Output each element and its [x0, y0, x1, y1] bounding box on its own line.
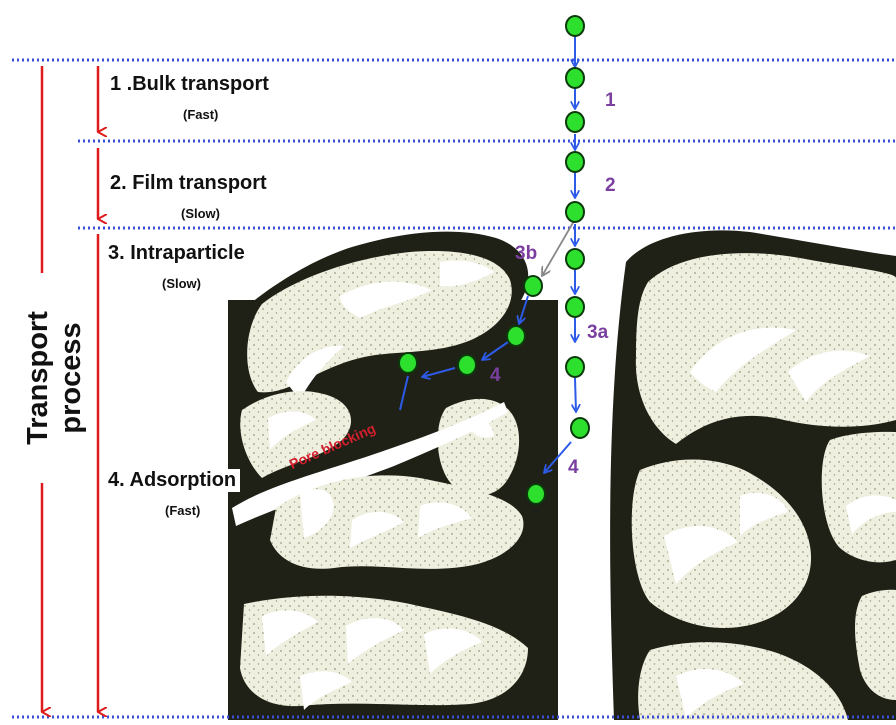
adsorbate-particle	[571, 418, 589, 438]
adsorbate-particle	[566, 68, 584, 88]
film-transport-speed: (Slow)	[181, 206, 220, 221]
adsorbate-particle	[566, 249, 584, 269]
adsorbent-particle-left	[228, 232, 558, 720]
adsorbate-particle	[566, 202, 584, 222]
intraparticle-title: 3. Intraparticle	[108, 242, 245, 265]
transport-process-label: Transport process	[22, 273, 88, 483]
film-transport-title: 2. Film transport	[110, 172, 267, 195]
adsorbate-particle	[524, 276, 542, 296]
adsorbate-particle	[527, 484, 545, 504]
adsorbate-particle	[507, 326, 525, 346]
adsorbate-particle	[458, 355, 476, 375]
bulk-transport-title: 1 .Bulk transport	[110, 73, 269, 96]
bulk-transport-speed: (Fast)	[183, 107, 218, 122]
step-number-2: 2	[605, 175, 616, 197]
path-arrow	[575, 378, 576, 412]
adsorbate-particle	[566, 297, 584, 317]
adsorbate-particle	[566, 112, 584, 132]
adsorbent-particle-right	[610, 230, 896, 720]
adsorption-speed: (Fast)	[165, 503, 200, 518]
adsorption-title: 4. Adsorption	[108, 469, 240, 492]
step-number-4-pore: 4	[490, 365, 501, 387]
step-number-4-surface: 4	[568, 457, 579, 479]
step-number-3b: 3b	[515, 243, 537, 265]
intraparticle-speed: (Slow)	[162, 276, 201, 291]
step-number-3a: 3a	[587, 322, 608, 344]
adsorbate-particle	[566, 16, 584, 36]
adsorbate-particle	[566, 152, 584, 172]
adsorbate-particle	[399, 353, 417, 373]
step-number-1: 1	[605, 90, 616, 112]
adsorbate-particle	[566, 357, 584, 377]
